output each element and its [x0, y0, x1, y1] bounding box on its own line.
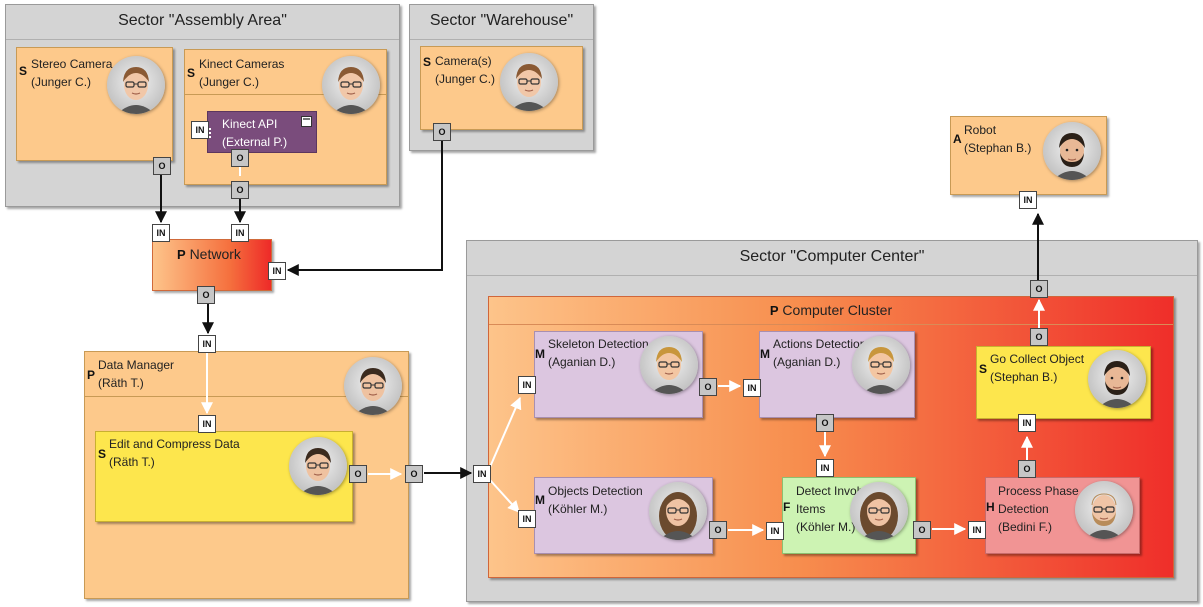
port-in[interactable]: IN [198, 415, 216, 433]
avatar [500, 53, 558, 111]
avatar [850, 482, 908, 540]
component-icon [301, 116, 312, 127]
avatar [344, 357, 402, 415]
node-label: Kinect API (External P.) [222, 117, 288, 149]
port-in[interactable]: IN [518, 510, 536, 528]
port-out[interactable]: O [231, 149, 249, 167]
node-type-badge: A [953, 132, 962, 146]
port-in[interactable]: IN [1019, 191, 1037, 209]
port-in[interactable]: IN [968, 521, 986, 539]
edge-warehouse-network [286, 141, 443, 276]
node-label: Data Manager (Räth T.) [98, 358, 175, 390]
node-type-badge: P [177, 247, 186, 262]
node-type-badge: S [187, 66, 196, 80]
avatar [1088, 350, 1146, 408]
node-label: Computer Cluster [782, 302, 893, 318]
port-out[interactable]: O [153, 157, 171, 175]
avatar [1043, 122, 1101, 180]
node-label: Stereo Camera (Junger C.) [31, 57, 113, 89]
edge-cluster-objects [489, 479, 520, 513]
port-in[interactable]: IN [268, 262, 286, 280]
port-in[interactable]: IN [816, 459, 834, 477]
node-type-badge: H [986, 500, 995, 514]
node-type-badge: F [783, 500, 791, 514]
avatar [1075, 481, 1133, 539]
avatar [289, 437, 347, 495]
port-out[interactable]: O [433, 123, 451, 141]
node-type-badge: P [87, 368, 96, 382]
node-label: Network [189, 246, 241, 262]
port-out[interactable]: O [1018, 460, 1036, 478]
sector-title: Sector "Assembly Area" [6, 5, 399, 40]
port-in[interactable]: IN [766, 522, 784, 540]
port-out[interactable]: O [349, 465, 367, 483]
node-type-badge: S [979, 362, 988, 376]
node-type-badge: S [19, 64, 28, 78]
node-label: Robot (Stephan B.) [964, 123, 1032, 155]
node-type-badge: S [423, 55, 432, 69]
avatar [640, 336, 698, 394]
node-type-badge: M [535, 493, 545, 507]
avatar [107, 56, 165, 114]
port-out[interactable]: O [405, 465, 423, 483]
objects-detection-node[interactable]: M Objects Detection (Köhler M.) [534, 477, 713, 554]
network-node[interactable]: P Network [152, 239, 272, 291]
port-out[interactable]: O [913, 521, 931, 539]
node-type-badge: M [535, 347, 545, 361]
avatar [322, 56, 380, 114]
port-in[interactable]: IN [152, 224, 170, 242]
port-in[interactable]: IN [518, 376, 536, 394]
sector-title: Sector "Computer Center" [467, 241, 1197, 276]
port-in[interactable]: IN [191, 121, 209, 139]
port-out[interactable]: O [231, 181, 249, 199]
node-label: Skeleton Detection (Aganian D.) [548, 337, 649, 369]
port-out[interactable]: O [197, 286, 215, 304]
node-type-badge: M [760, 347, 770, 361]
port-out[interactable]: O [1030, 280, 1048, 298]
avatar [852, 336, 910, 394]
node-label: Objects Detection (Köhler M.) [548, 484, 643, 516]
node-label: Kinect Cameras (Junger C.) [199, 57, 285, 89]
node-label: Actions Detection (Aganian D.) [773, 337, 867, 369]
port-out[interactable]: O [709, 521, 727, 539]
node-label: Edit and Compress Data (Räth T.) [109, 437, 240, 469]
node-type-badge: S [98, 447, 107, 461]
port-out[interactable]: O [1030, 328, 1048, 346]
port-out[interactable]: O [699, 378, 717, 396]
node-type-badge: P [769, 303, 779, 318]
port-out[interactable]: O [816, 414, 834, 432]
node-label: Camera(s) (Junger C.) [435, 54, 496, 86]
kinect-api-node[interactable]: Kinect API (External P.) [205, 111, 317, 153]
port-in[interactable]: IN [198, 335, 216, 353]
port-in[interactable]: IN [743, 379, 761, 397]
avatar [649, 482, 707, 540]
node-label: Go Collect Object (Stephan B.) [990, 352, 1085, 384]
port-in[interactable]: IN [1018, 414, 1036, 432]
edge-cluster-skeleton [489, 396, 522, 468]
port-in[interactable]: IN [473, 465, 491, 483]
node-label: Process Phase Detection (Bedini F.) [998, 484, 1079, 534]
port-in[interactable]: IN [231, 224, 249, 242]
sector-title: Sector "Warehouse" [410, 5, 593, 40]
